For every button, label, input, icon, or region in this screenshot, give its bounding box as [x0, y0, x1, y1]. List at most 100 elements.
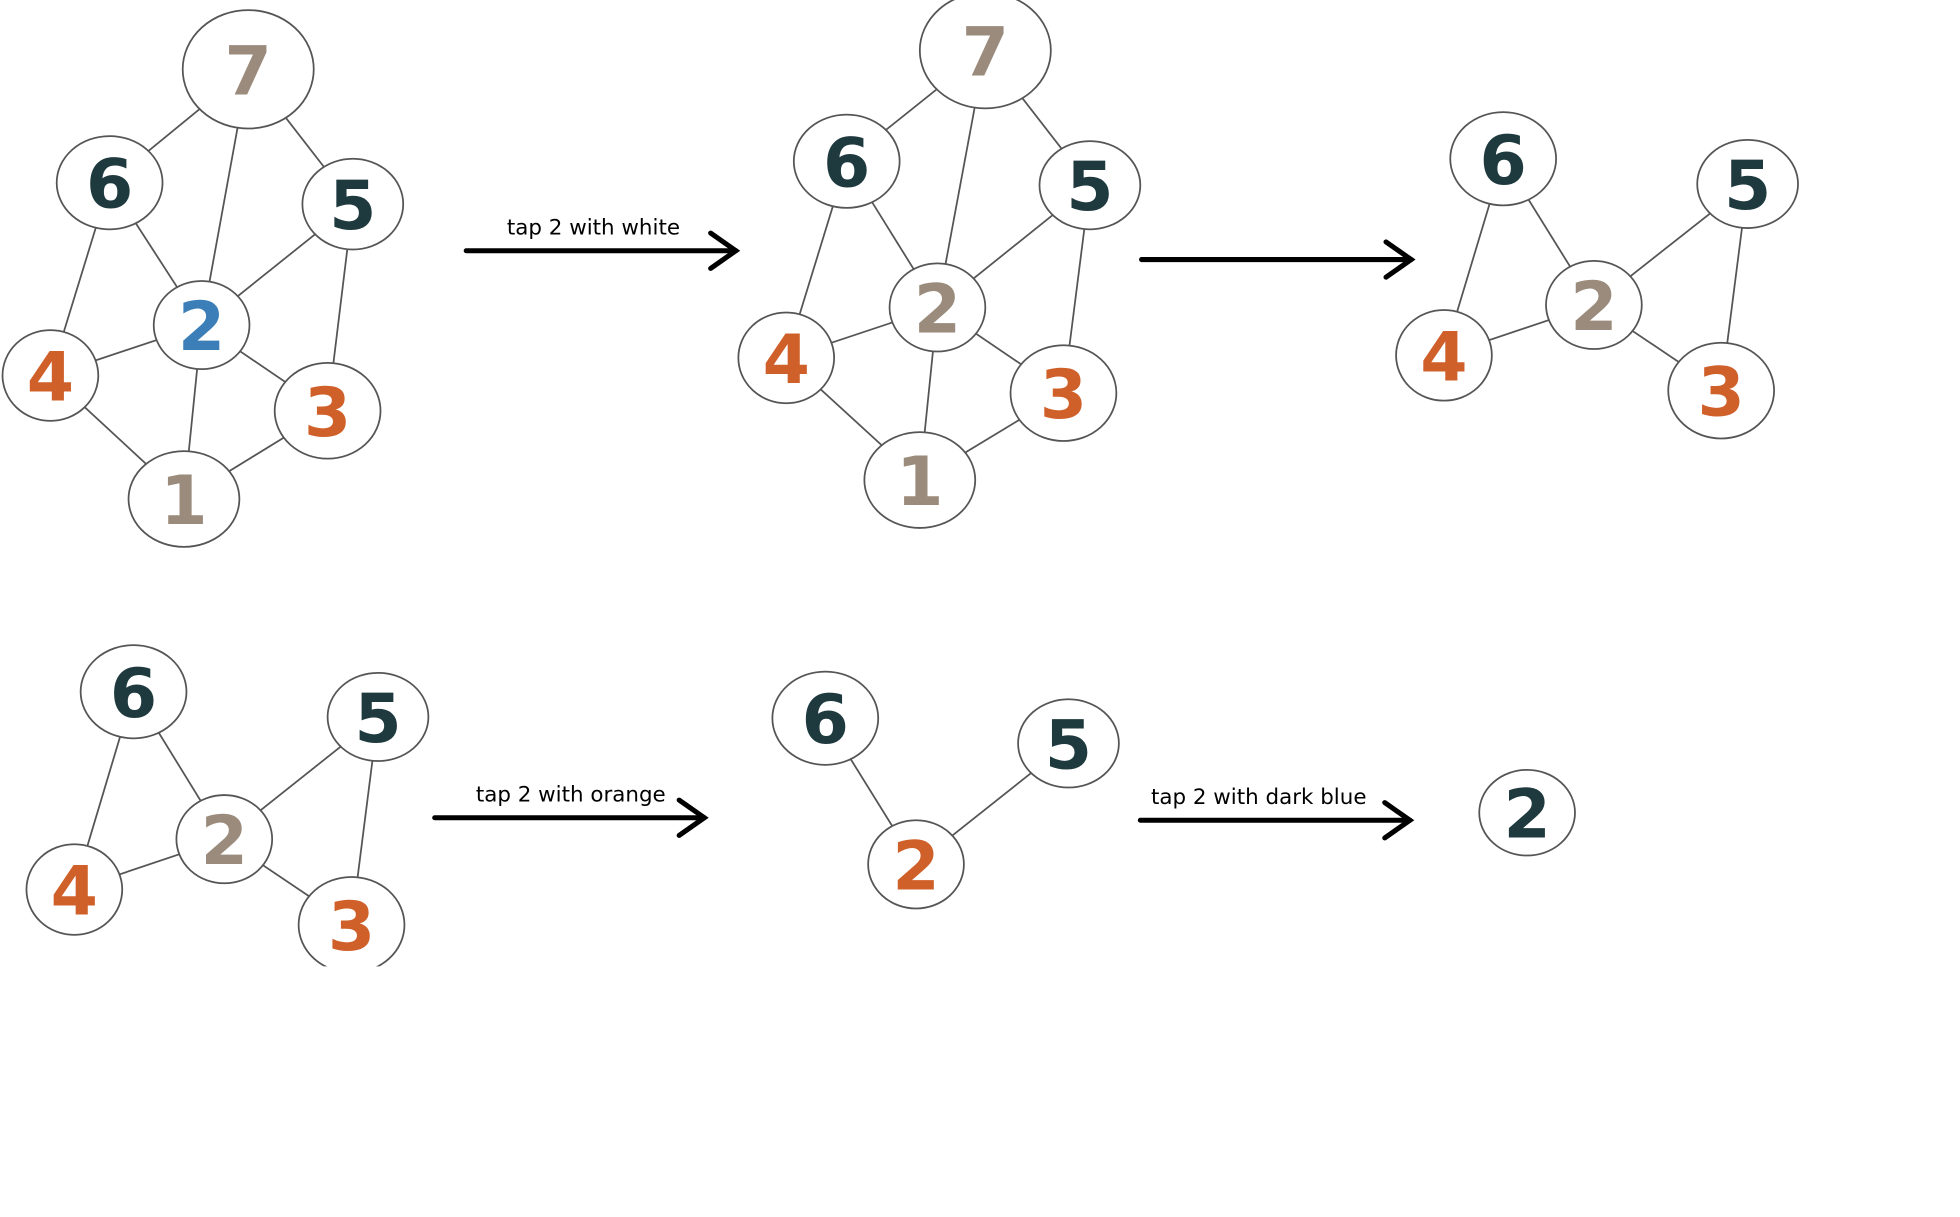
- node-4[interactable]: 4: [25, 843, 124, 936]
- node-3[interactable]: 3: [273, 361, 382, 460]
- node-circle: [737, 311, 836, 405]
- node-circle: [1449, 111, 1557, 207]
- node-5[interactable]: 5: [1017, 698, 1120, 789]
- node-label: 5: [1045, 706, 1092, 785]
- node-1[interactable]: 1: [127, 450, 241, 548]
- node-label: 7: [962, 13, 1009, 92]
- node-7[interactable]: 7: [918, 0, 1052, 110]
- node-circle: [175, 794, 274, 885]
- node-circle: [1696, 138, 1799, 229]
- node-label: 3: [1697, 354, 1744, 433]
- node-circle: [1545, 259, 1643, 350]
- node-5[interactable]: 5: [1696, 138, 1799, 229]
- node-circle: [1, 329, 100, 422]
- node-5[interactable]: 5: [301, 157, 405, 251]
- node-6[interactable]: 6: [79, 644, 188, 740]
- node-label: 2: [178, 288, 225, 367]
- node-label: 4: [51, 853, 98, 932]
- node-circle: [25, 843, 124, 936]
- transition-arrow-2: [1139, 239, 1416, 280]
- node-label: 2: [1503, 776, 1550, 855]
- node-4[interactable]: 4: [737, 311, 836, 405]
- node-label: 5: [1066, 148, 1113, 227]
- transition-label-1: tap 2 with white: [507, 215, 680, 240]
- node-label: 6: [823, 124, 870, 203]
- graph-state-5: 6 5 2: [771, 670, 1120, 910]
- node-circle: [1395, 309, 1493, 402]
- node-2[interactable]: 2: [175, 794, 274, 885]
- graph-state-4: 6 5 2 4 3: [25, 644, 430, 967]
- graph-state-6: 2: [1478, 768, 1576, 857]
- node-6[interactable]: 6: [771, 670, 880, 766]
- transition-arrow-4: tap 2 with dark blue: [1137, 785, 1415, 841]
- node-circle: [55, 135, 164, 231]
- graph-state-2: 7 6 5 2 4 3 1: [737, 0, 1142, 529]
- node-2[interactable]: 2: [888, 262, 987, 353]
- node-1[interactable]: 1: [863, 431, 977, 529]
- node-4[interactable]: 4: [1395, 309, 1493, 402]
- transition-arrow-1: tap 2 with white: [463, 215, 741, 271]
- node-2[interactable]: 2: [1545, 259, 1643, 350]
- graph-state-1: 7 6 5 2 4 3 1: [1, 9, 405, 548]
- node-label: 6: [110, 655, 157, 734]
- node-label: 5: [1724, 147, 1771, 226]
- node-circle: [326, 671, 430, 762]
- node-label: 2: [914, 270, 961, 349]
- node-label: 2: [892, 827, 939, 906]
- node-6[interactable]: 6: [1449, 111, 1557, 207]
- node-label: 1: [160, 462, 207, 541]
- node-circle: [918, 0, 1052, 110]
- node-label: 5: [354, 680, 401, 759]
- node-circle: [1478, 768, 1576, 857]
- node-label: 2: [1570, 268, 1617, 347]
- node-6[interactable]: 6: [792, 113, 901, 209]
- node-label: 3: [1040, 356, 1087, 435]
- transition-label-4: tap 2 with dark blue: [1151, 785, 1367, 810]
- transition-arrow-3: tap 2 with orange: [432, 782, 709, 838]
- node-3[interactable]: 3: [297, 876, 406, 967]
- node-circle: [867, 819, 965, 910]
- node-label: 4: [27, 339, 74, 418]
- node-circle: [79, 644, 188, 740]
- node-circle: [888, 262, 987, 353]
- node-circle: [152, 280, 251, 371]
- node-label: 1: [896, 443, 943, 522]
- node-3[interactable]: 3: [1009, 344, 1118, 442]
- node-5[interactable]: 5: [1038, 140, 1142, 231]
- node-label: 4: [763, 321, 810, 400]
- node-circle: [301, 157, 405, 251]
- node-label: 3: [328, 888, 375, 967]
- node-2[interactable]: 2: [152, 280, 251, 371]
- node-5[interactable]: 5: [326, 671, 430, 762]
- node-label: 4: [1420, 318, 1467, 397]
- node-4[interactable]: 4: [1, 329, 100, 422]
- node-label: 5: [329, 167, 376, 246]
- transition-label-3: tap 2 with orange: [476, 782, 666, 807]
- node-2[interactable]: 2: [1478, 768, 1576, 857]
- node-circle: [1009, 344, 1118, 442]
- node-label: 6: [86, 146, 133, 225]
- node-7[interactable]: 7: [181, 9, 315, 130]
- node-2[interactable]: 2: [867, 819, 965, 910]
- node-label: 3: [304, 374, 351, 453]
- node-circle: [297, 876, 406, 967]
- graph-state-3: 6 5 2 4 3: [1395, 111, 1799, 440]
- node-6[interactable]: 6: [55, 135, 164, 231]
- node-3[interactable]: 3: [1667, 341, 1775, 440]
- node-circle: [792, 113, 901, 209]
- node-circle: [127, 450, 241, 548]
- node-circle: [1667, 341, 1775, 440]
- arrows-layer: tap 2 with white tap 2 with orange tap 2…: [432, 215, 1416, 841]
- node-label: 7: [225, 32, 272, 111]
- node-circle: [181, 9, 315, 130]
- node-circle: [771, 670, 880, 766]
- node-label: 6: [1480, 122, 1527, 201]
- graphs-layer: 7 6 5 2 4 3 1 7 6 5 2 4 3 1 6 5 2 4 3 6 5 2 4 3 6 5 2 2: [1, 0, 1799, 967]
- node-label: 6: [802, 681, 849, 760]
- node-label: 2: [201, 802, 248, 881]
- node-circle: [273, 361, 382, 460]
- node-circle: [1038, 140, 1142, 231]
- node-circle: [1017, 698, 1120, 789]
- graph-coloring-diagram: 7 6 5 2 4 3 1 7 6 5 2 4 3 1 6 5 2 4 3 6 5 2 4 3 6 5 2 2 tap 2 with …: [1, 0, 1799, 967]
